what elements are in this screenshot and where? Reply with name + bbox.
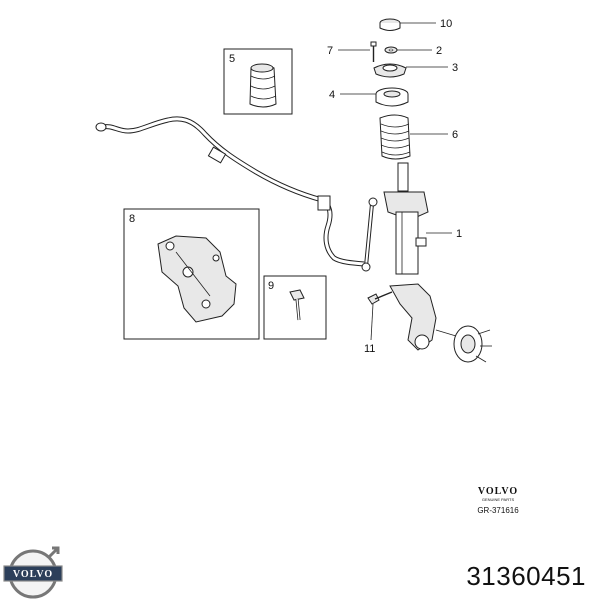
- strut-top-mount: [373, 63, 407, 78]
- detail-box-8: 8: [123, 208, 260, 340]
- strut-top-cap: [379, 18, 401, 31]
- volvo-logo: VOLVO: [3, 546, 63, 599]
- callout-7: 7: [327, 45, 333, 57]
- stamp-subtitle: GENUINE PARTS: [481, 497, 515, 502]
- detail-box-5: 5: [223, 48, 293, 115]
- steering-knuckle: [389, 283, 492, 363]
- stabilizer-bar: [95, 116, 365, 267]
- callout-11: 11: [364, 343, 375, 355]
- strut-dust-boot: [379, 114, 411, 160]
- strut-nut: [384, 46, 398, 54]
- callout-4: 4: [329, 89, 335, 101]
- part-number: 31360451: [466, 561, 586, 591]
- volvo-logo-text: VOLVO: [13, 569, 53, 580]
- detail-box-label-5: 5: [229, 53, 235, 65]
- detail-box-label-9: 9: [268, 280, 274, 292]
- diagram-reference-code: GR-371616: [477, 506, 519, 515]
- shock-absorber: [383, 162, 429, 275]
- knuckle-bolt: [367, 291, 393, 305]
- leader-lines: [338, 22, 452, 341]
- callout-labels: 10 2 3 4 6 7 1 11: [327, 18, 462, 355]
- callout-10: 10: [440, 18, 452, 30]
- genuine-parts-stamp: VOLVO GENUINE PARTS GR-371616: [466, 486, 530, 515]
- callout-2: 2: [436, 45, 442, 57]
- strut-bolt: [370, 41, 377, 62]
- callout-6: 6: [452, 129, 458, 141]
- stamp-brand: VOLVO: [477, 486, 519, 497]
- stabilizer-link: [361, 197, 378, 272]
- strut-bearing: [375, 87, 409, 107]
- callout-3: 3: [452, 62, 458, 74]
- detail-box-9: 9: [263, 275, 327, 340]
- detail-box-label-8: 8: [129, 213, 135, 225]
- callout-1: 1: [456, 228, 462, 240]
